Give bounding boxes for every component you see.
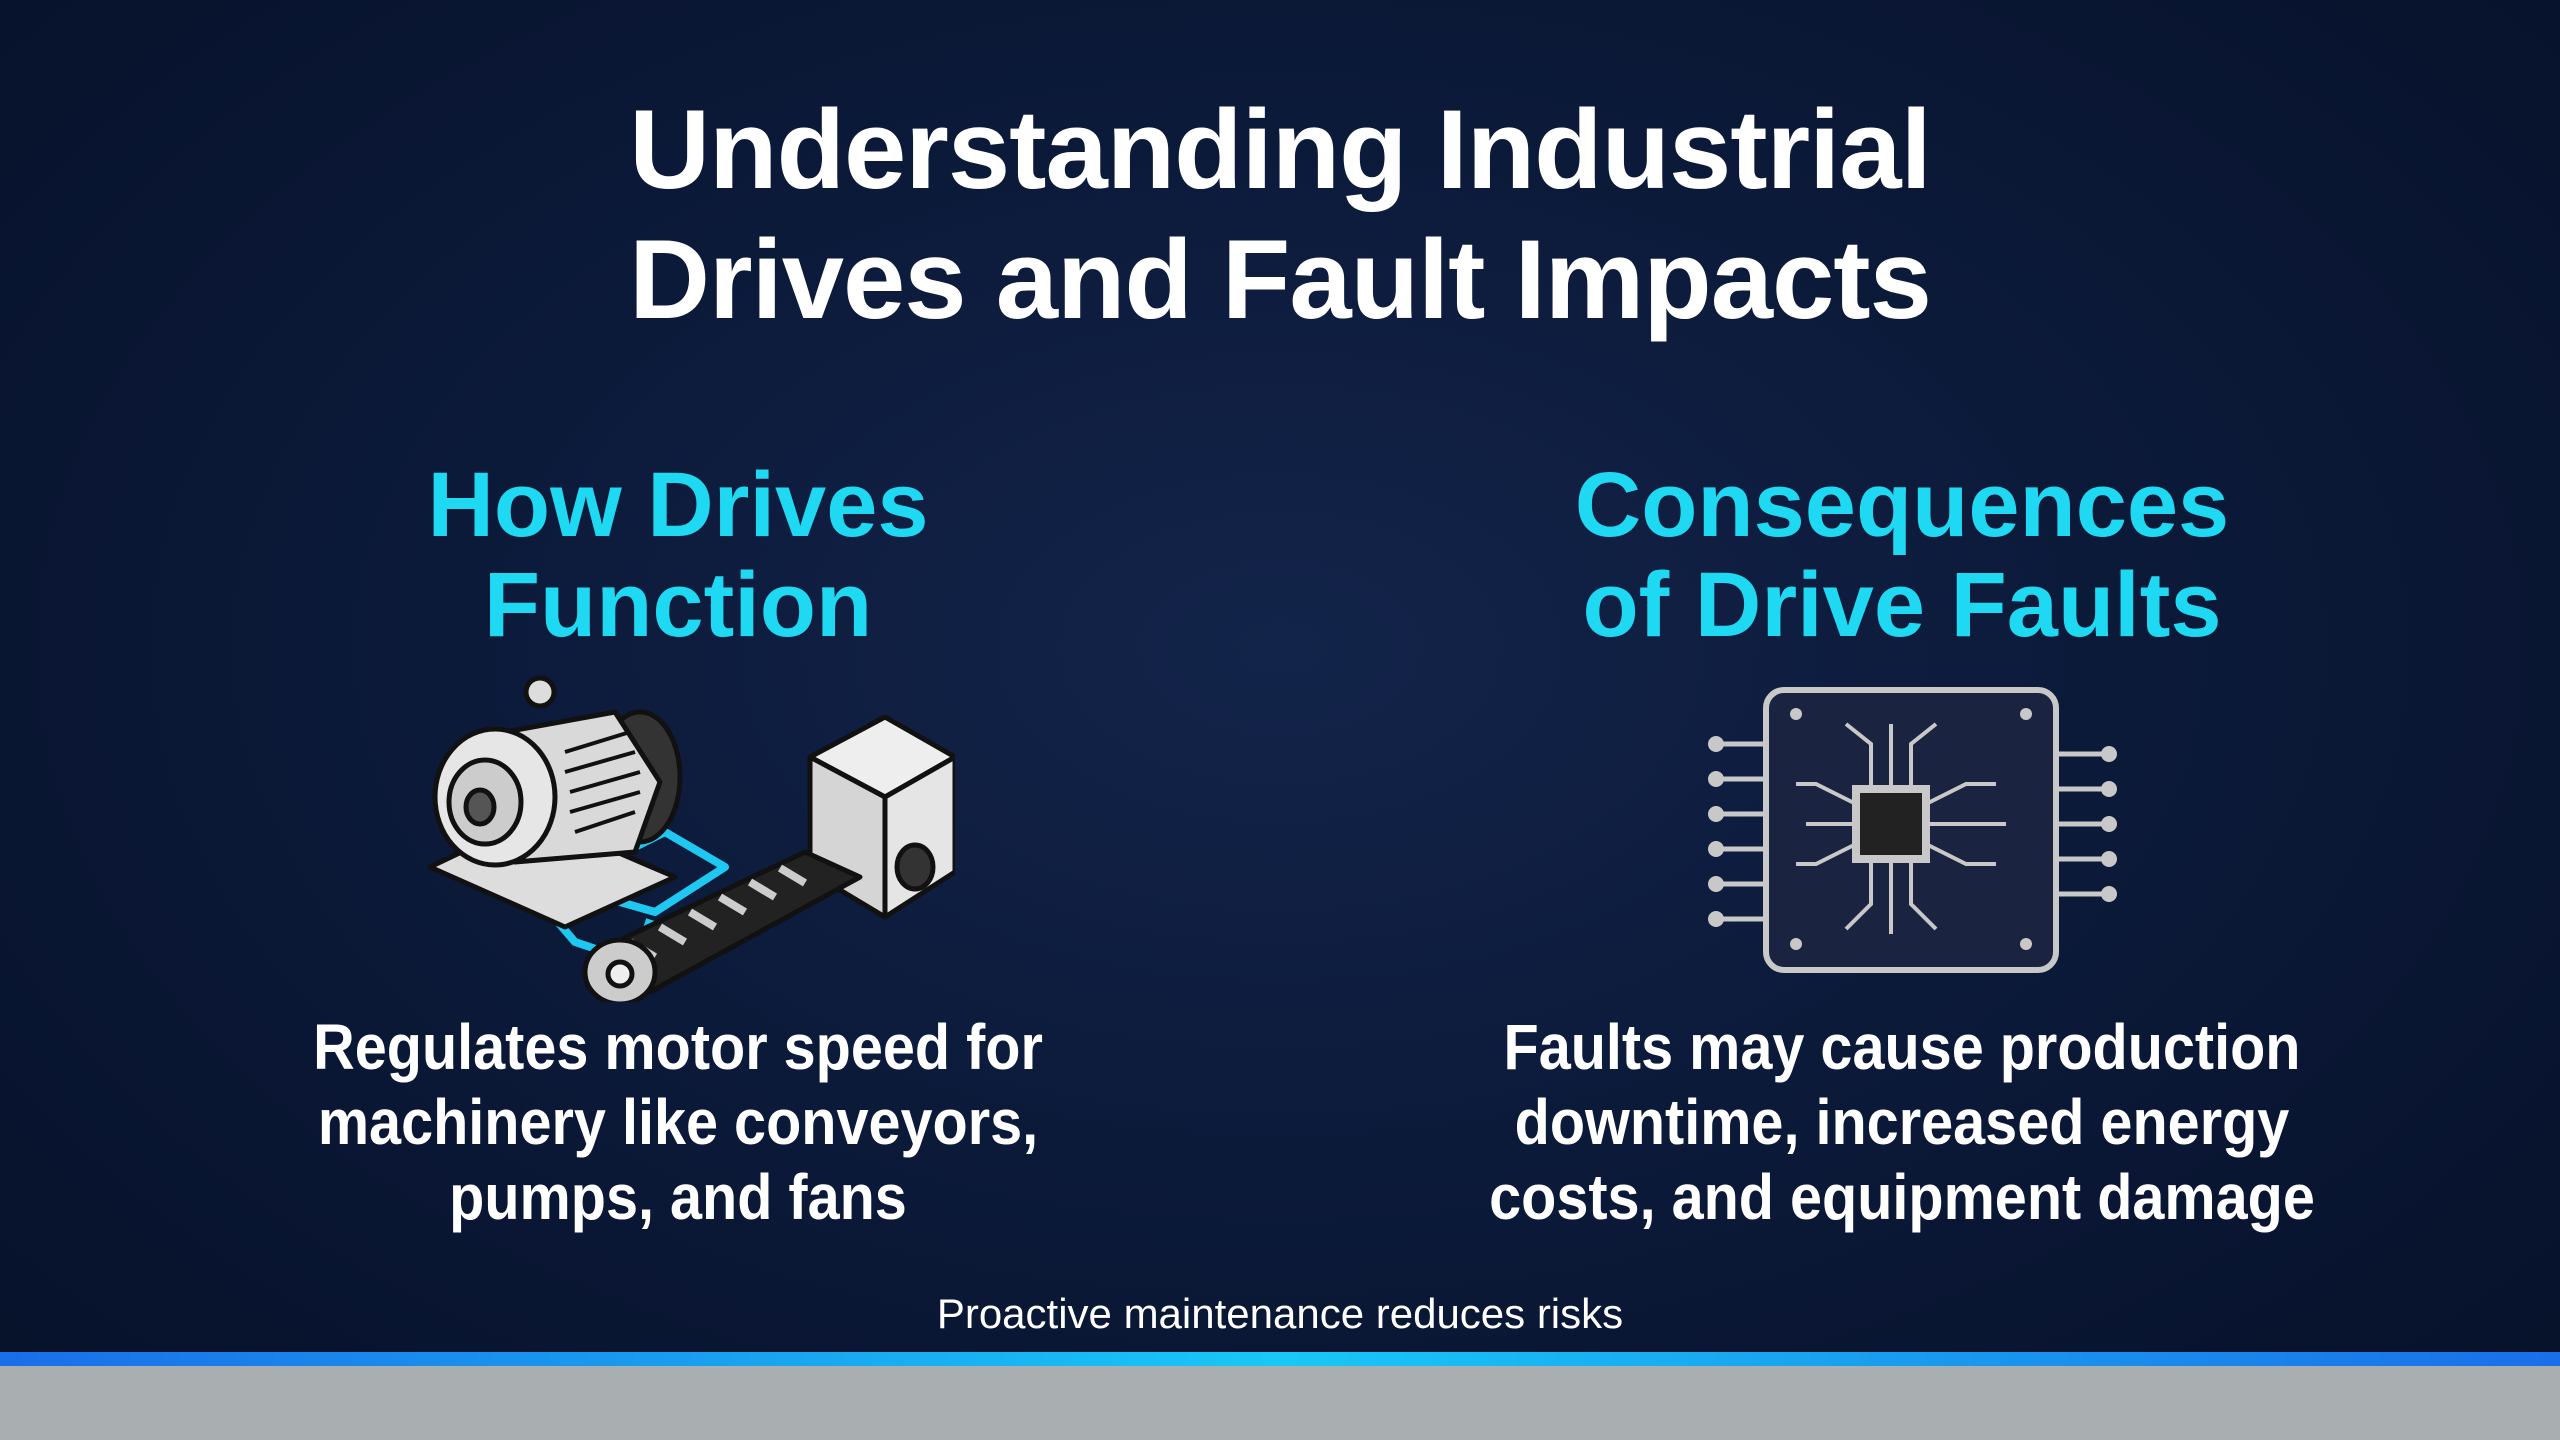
right-body: Faults may cause production downtime, in… bbox=[1407, 1010, 2397, 1235]
accent-bar bbox=[0, 1352, 2560, 1366]
right-heading: Consequences of Drive Faults bbox=[1352, 455, 2452, 655]
title-line-1: Understanding Industrial bbox=[629, 87, 1931, 212]
left-body-line: machinery like conveyors, bbox=[317, 1086, 1039, 1158]
motor-conveyor-icon bbox=[427, 675, 955, 1002]
right-heading-line-1: Consequences bbox=[1574, 454, 2230, 556]
title-line-2: Drives and Fault Impacts bbox=[629, 217, 1932, 342]
slide-title: Understanding Industrial Drives and Faul… bbox=[0, 85, 2560, 345]
left-body: Regulates motor speed for machinery like… bbox=[183, 1010, 1173, 1235]
left-heading-line-2: Function bbox=[483, 554, 873, 656]
left-heading: How Drives Function bbox=[128, 455, 1228, 655]
left-body-line: pumps, and fans bbox=[449, 1161, 907, 1233]
bottom-strip bbox=[0, 1366, 2560, 1440]
left-heading-line-1: How Drives bbox=[427, 454, 929, 556]
left-body-line: Regulates motor speed for bbox=[313, 1011, 1043, 1083]
circuit-chip-icon bbox=[1708, 687, 2117, 973]
right-body-line: costs, and equipment damage bbox=[1489, 1161, 2315, 1233]
right-body-line: Faults may cause production bbox=[1503, 1011, 2301, 1083]
right-heading-line-2: of Drive Faults bbox=[1582, 554, 2222, 656]
footer-note: Proactive maintenance reduces risks bbox=[936, 1290, 1624, 1337]
right-body-line: downtime, increased energy bbox=[1514, 1086, 2290, 1158]
